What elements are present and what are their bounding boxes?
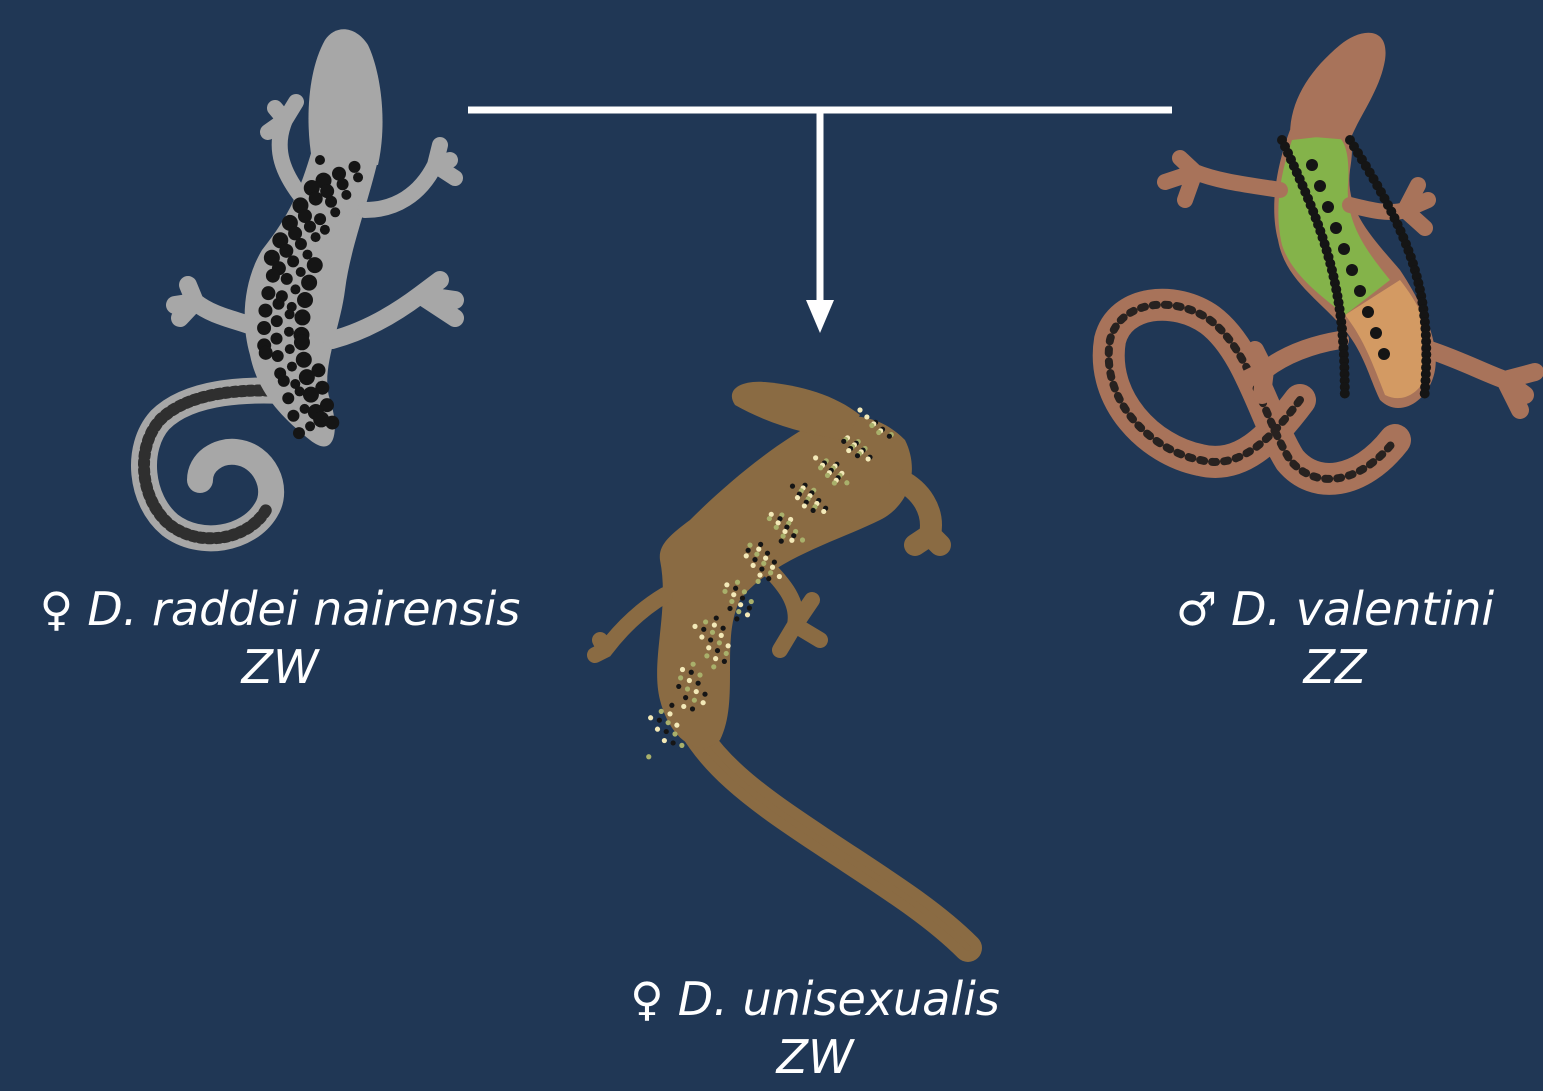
offspring-female-symbol-icon: ♀ xyxy=(630,972,664,1026)
raddei-head xyxy=(308,29,382,165)
male-parent-label: ♂ D. valentini ZZ xyxy=(1150,580,1520,696)
lizard-valentini-icon xyxy=(1109,33,1535,479)
valentini-head xyxy=(1290,33,1386,140)
valentini-back-right-leg xyxy=(1430,350,1535,410)
cross-connector xyxy=(468,110,1172,333)
lizard-raddei-icon xyxy=(144,29,455,538)
female-parent-karyotype: ZW xyxy=(20,638,540,696)
offspring-label: ♀ D. unisexualis ZW xyxy=(600,970,1030,1086)
male-symbol-icon: ♂ xyxy=(1176,582,1217,636)
offspring-karyotype: ZW xyxy=(600,1028,1030,1086)
raddei-back-right-leg xyxy=(332,280,455,340)
female-parent-species: D. raddei nairensis xyxy=(87,582,520,636)
offspring-species: D. unisexualis xyxy=(678,972,1000,1026)
unisexualis-front-right-leg xyxy=(900,480,940,545)
female-parent-label: ♀D. raddei nairensis ZW xyxy=(20,580,540,696)
male-parent-species: D. valentini xyxy=(1231,582,1494,636)
male-parent-name-line: ♂ D. valentini xyxy=(1150,580,1520,638)
male-parent-karyotype: ZZ xyxy=(1150,638,1520,696)
female-parent-name-line: ♀D. raddei nairensis xyxy=(20,580,540,638)
offspring-name-line: ♀ D. unisexualis xyxy=(600,970,1030,1028)
unisexualis-back-leg xyxy=(595,595,665,655)
female-symbol-icon: ♀ xyxy=(40,582,74,636)
unisexualis-head xyxy=(732,382,860,440)
offspring-arrowhead xyxy=(806,300,834,333)
valentini-front-left-leg xyxy=(1165,158,1280,200)
lizard-unisexualis-icon xyxy=(595,382,968,948)
raddei-front-left-leg xyxy=(268,102,300,195)
